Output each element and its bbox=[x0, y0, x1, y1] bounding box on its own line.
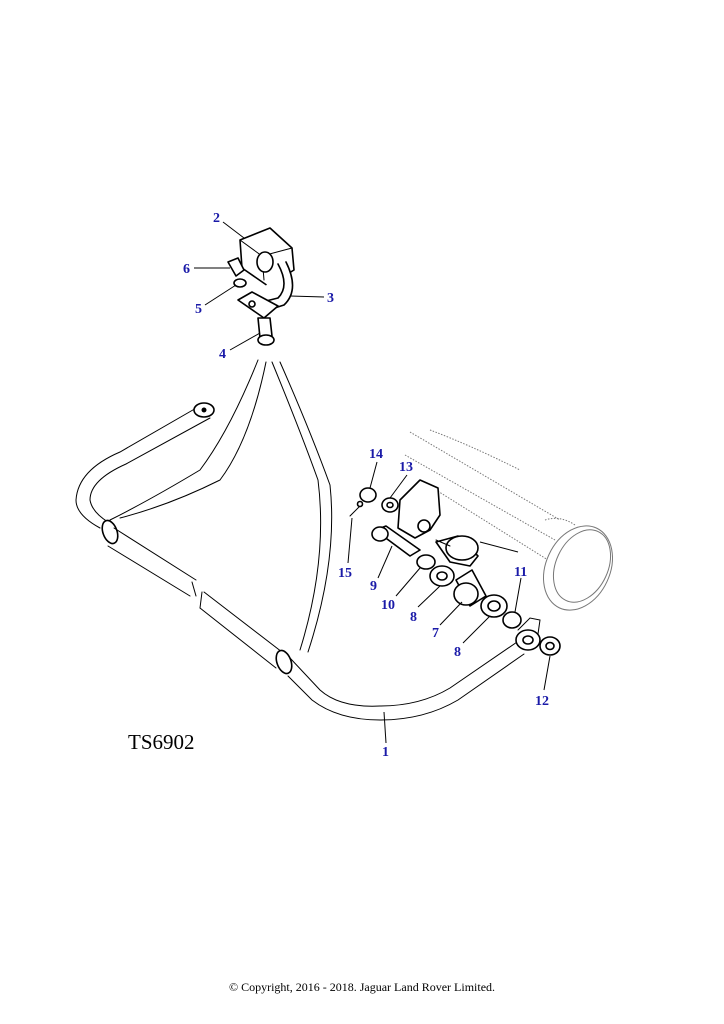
callout-5: 5 bbox=[195, 302, 202, 317]
callout-11: 11 bbox=[514, 565, 527, 580]
callout-13: 13 bbox=[399, 460, 413, 475]
callout-8-upper: 8 bbox=[410, 610, 417, 625]
callout-9: 9 bbox=[370, 579, 377, 594]
callout-6: 6 bbox=[183, 262, 190, 277]
link-assembly bbox=[349, 487, 561, 656]
callout-7: 7 bbox=[432, 626, 439, 641]
leader-lines bbox=[194, 221, 551, 744]
drawing-reference: TS6902 bbox=[128, 730, 195, 754]
callout-4: 4 bbox=[219, 347, 226, 362]
callout-12: 12 bbox=[535, 694, 549, 709]
callout-2: 2 bbox=[213, 211, 220, 226]
bar-clamp-links bbox=[109, 359, 333, 653]
copyright-notice: © Copyright, 2016 - 2018. Jaguar Land Ro… bbox=[228, 980, 496, 994]
clamp-assembly bbox=[227, 227, 295, 346]
callout-14: 14 bbox=[369, 447, 383, 462]
callout-8-lower: 8 bbox=[454, 645, 461, 660]
callout-3: 3 bbox=[327, 291, 334, 306]
callout-numbers: 2 6 5 3 4 14 13 15 9 10 8 7 8 11 12 1 bbox=[183, 211, 549, 760]
anti-roll-bar bbox=[75, 402, 541, 721]
callout-10: 10 bbox=[381, 598, 395, 613]
callout-1: 1 bbox=[382, 745, 389, 760]
callout-15: 15 bbox=[338, 566, 352, 581]
axle-housing bbox=[397, 429, 613, 611]
